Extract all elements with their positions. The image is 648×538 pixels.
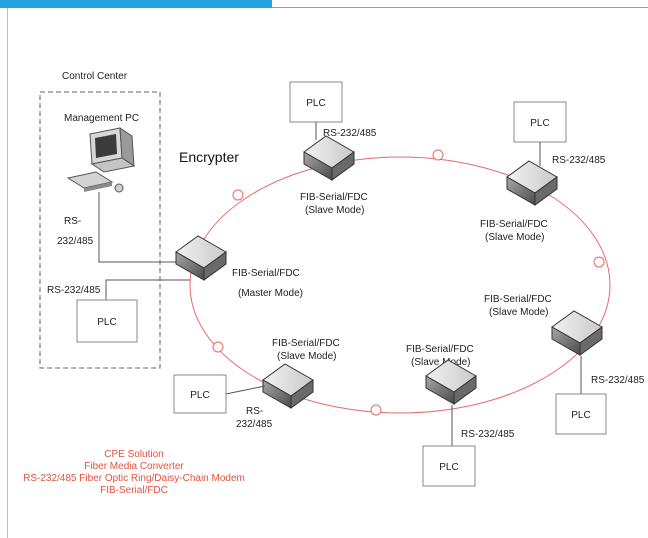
ring-connector — [232, 189, 244, 201]
converter-icon-slave-bottom-left — [262, 363, 314, 409]
pc-link-label-line2: 232/485 — [57, 236, 94, 247]
slave-device-mode: (Slave Mode) — [305, 205, 364, 216]
slave-device-mode: (Slave Mode) — [277, 351, 336, 362]
fiber-ring — [189, 156, 611, 414]
slave-device-mode: (Slave Mode) — [485, 232, 544, 243]
note-fiber-media-converter: Fiber Media Converter — [84, 461, 184, 472]
ring-connector — [212, 341, 224, 353]
note-product-name: FIB-Serial/FDC — [100, 485, 168, 496]
control-center-label: Control Center — [62, 71, 128, 82]
frame-left-border — [7, 8, 8, 538]
plc-box-slave-right — [555, 393, 607, 435]
plc-to-master-link — [105, 279, 190, 300]
slave-device-name: FIB-Serial/FDC — [300, 192, 368, 203]
rs-label-slave-bottom-middle: RS-232/485 — [461, 429, 515, 440]
converter-icon-slave-bottom-middle — [425, 359, 477, 405]
plc-label: PLC — [97, 317, 116, 328]
plc-label: PLC — [571, 410, 590, 421]
master-device-name: FIB-Serial/FDC — [232, 268, 300, 279]
header-divider — [272, 7, 648, 8]
encrypter-label: Encrypter — [179, 149, 239, 165]
plc-label: PLC — [530, 118, 549, 129]
converter-icon-slave-top-right — [506, 160, 558, 206]
converter-icon-master — [175, 235, 227, 281]
note-fiber-optic-ring: RS-232/485 Fiber Optic Ring/Daisy-Chain … — [23, 473, 245, 484]
slave-device-mode: (Slave Mode) — [489, 307, 548, 318]
rs-label-slave-top: RS-232/485 — [323, 128, 377, 139]
management-pc-label: Management PC — [64, 113, 139, 124]
plc-label: PLC — [306, 98, 325, 109]
ring-connector — [432, 149, 444, 161]
plc-box-slave-top — [289, 81, 343, 123]
plc-label: PLC — [439, 462, 458, 473]
slave-device-mode: (Slave Mode) — [411, 357, 470, 368]
rs-label-slave-top-right: RS-232/485 — [552, 155, 606, 166]
rs-split-line2: 232/485 — [236, 419, 273, 430]
product-notes: CPE Solution Fiber Media Converter RS-23… — [23, 449, 245, 496]
computer-icon — [66, 127, 136, 193]
plc-label: PLC — [190, 390, 209, 401]
converter-icon-slave-top — [303, 135, 355, 181]
pc-link-label-line1: RS- — [64, 216, 81, 227]
slave-device-name: FIB-Serial/FDC — [272, 338, 340, 349]
control-center-box — [39, 91, 161, 369]
ring-connector — [370, 404, 382, 416]
slave-device-name: FIB-Serial/FDC — [406, 344, 474, 355]
slave-device-name: FIB-Serial/FDC — [484, 294, 552, 305]
rs-label-slave-right: RS-232/485 — [591, 375, 645, 386]
converter-icon-slave-right — [551, 310, 603, 356]
plc-box-slave-top-right — [513, 101, 567, 143]
note-cpe-solution: CPE Solution — [104, 449, 163, 460]
pc-to-master-link — [98, 192, 180, 263]
rs-split-line1: RS- — [246, 406, 263, 417]
plc-link-slave-bottom-left — [225, 385, 266, 395]
plc-box-slave-bottom-middle — [422, 445, 476, 487]
ring-connector — [593, 256, 605, 268]
plc-box-slave-bottom-left — [173, 374, 227, 414]
ring-connectors — [212, 149, 605, 416]
master-rs-label: RS-232/485 — [47, 285, 101, 296]
master-device-mode: (Master Mode) — [238, 288, 303, 299]
header-accent-bar — [0, 0, 272, 8]
slave-device-name: FIB-Serial/FDC — [480, 219, 548, 230]
plc-box-master — [76, 299, 138, 343]
